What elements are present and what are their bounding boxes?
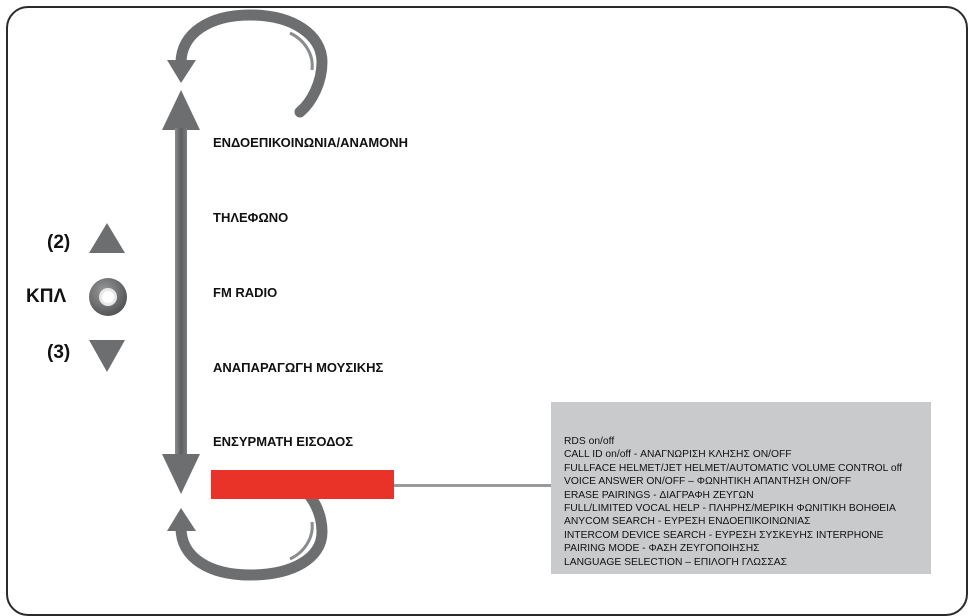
center-button-label: ΚΠΛ [26,286,67,307]
list-item: RDS on/off [564,436,615,447]
list-item: VOICE ANSWER ON/OFF – ΦΩΝΗΤΙΚΗ ΑΠΑΝΤΗΣΗ … [564,476,852,488]
list-item: ANYCOM SEARCH - ΕΥΡΕΣΗ ΕΝΔΟΕΠΙΚΟΙΝΩΝΙΑΣ [564,516,811,528]
triangle-down-icon[interactable] [89,340,125,372]
list-item: ERASE PAIRINGS - ΔΙΑΓΡΑΦΗ ΖΕΥΓΩΝ [564,489,754,501]
down-button-label: (3) [47,342,71,363]
double-arrow-vertical-icon [162,90,200,494]
ring-button-icon[interactable] [89,278,127,316]
menu-item-intercom: ΕΝΔΟΕΠΙΚΟΙΝΩΝΙΑ/ΑΝΑΜΟΝΗ [213,135,409,150]
settings-list: RDS on/off CALL ID on/off - ΑΝΑΓΝΩΡΙΣΗ Κ… [564,435,929,569]
menu-item-phone: ΤΗΛΕΦΩΝΟ [213,210,289,225]
loop-arrow-bottom-icon [167,482,328,581]
setup-menu-highlight [211,470,394,499]
list-item: PAIRING MODE - ΦΑΣΗ ΖΕΥΓΟΠΟΙΗΣΗΣ [564,543,760,555]
list-item: FULLFACE HELMET/JET HELMET/AUTOMATIC VOL… [564,462,903,474]
list-item: CALL ID on/off - ΑΝΑΓΝΩΡΙΣΗ ΚΛΗΣΗΣ ON/OF… [564,449,792,461]
loop-arrow-top-icon [167,9,328,118]
diagram-graphics [89,9,328,581]
list-item: LANGUAGE SELECTION – ΕΠΙΛΟΓΗ ΓΛΩΣΣΑΣ [564,556,787,568]
menu-item-wired-input: ΕΝΣΥΡΜΑΤΗ ΕΙΣΟΔΟΣ [213,434,354,449]
up-button-label: (2) [47,232,71,253]
menu-item-fm-radio: FM RADIO [213,285,278,300]
list-item: INTERCOM DEVICE SEARCH - ΕΥΡΕΣΗ ΣΥΣΚΕΥΗΣ… [564,529,884,541]
settings-info-box: RDS on/off CALL ID on/off - ΑΝΑΓΝΩΡΙΣΗ Κ… [551,402,931,574]
triangle-up-icon[interactable] [89,223,125,253]
connector-line [394,484,551,487]
menu-item-music: ΑΝΑΠΑΡΑΓΩΓΗ ΜΟΥΣΙΚΗΣ [213,360,384,375]
list-item: FULL/LIMITED VOCAL HELP - ΠΛΗΡΗΣ/ΜΕΡΙΚΗ … [564,503,896,515]
